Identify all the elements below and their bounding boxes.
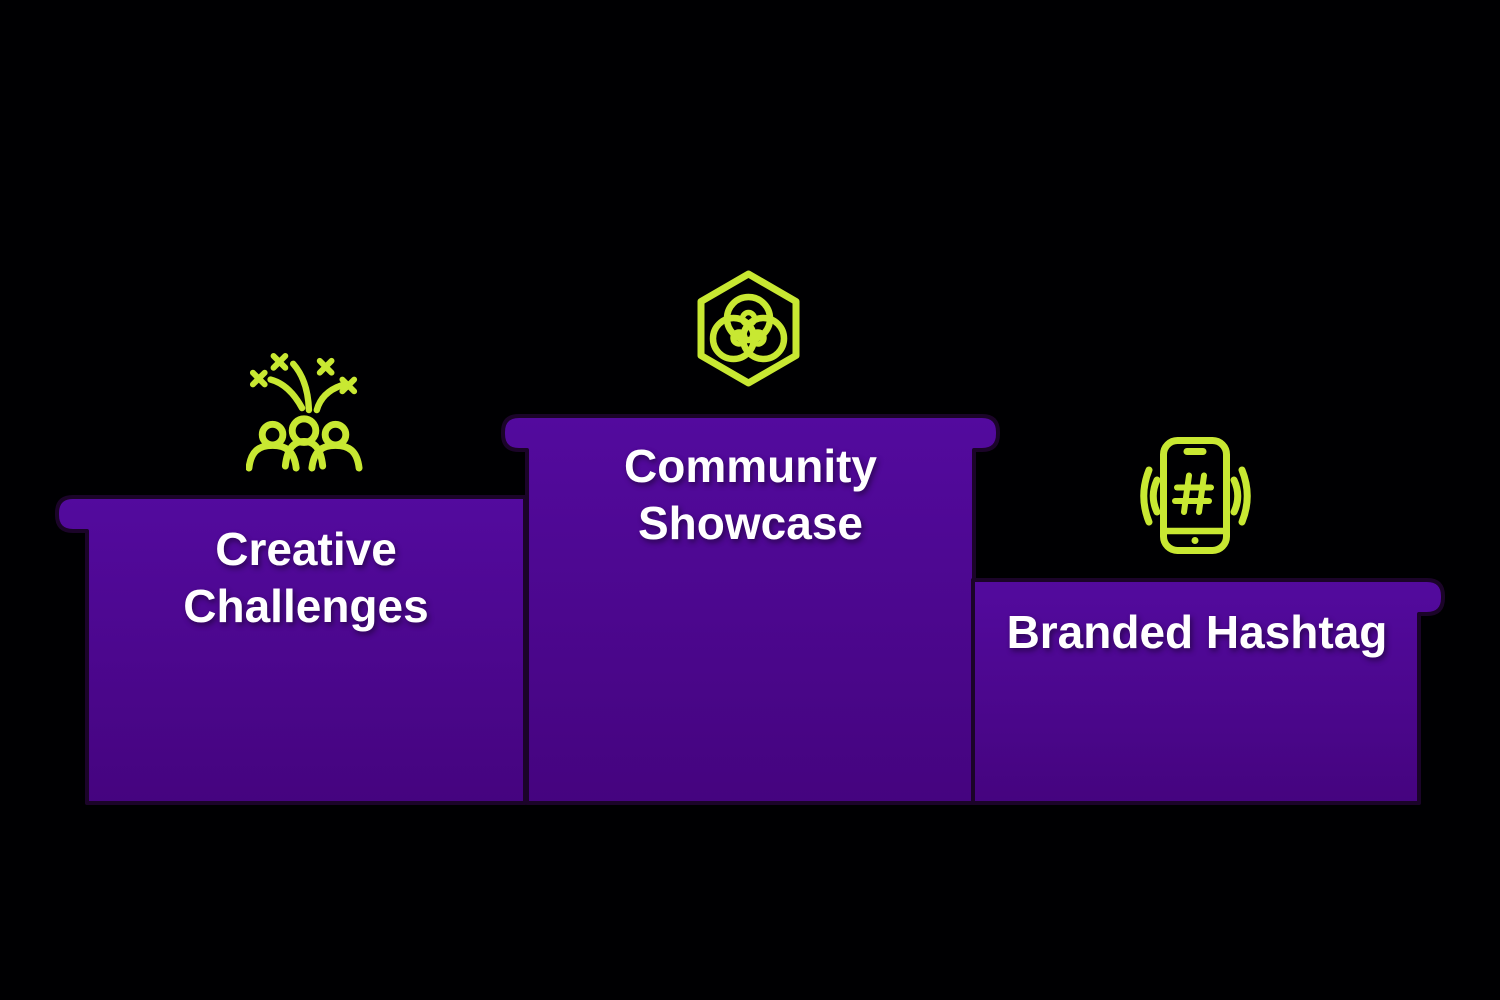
hashtag-glyph-icon — [1181, 472, 1192, 515]
phone-body-icon — [1160, 437, 1230, 554]
sparkle-x-icon — [339, 376, 358, 395]
hashtag-glyph-icon — [1196, 472, 1207, 515]
person-head-icon — [258, 420, 287, 449]
podium-label-third-place: Branded Hashtag — [1006, 606, 1388, 658]
podium-block-second-place — [55, 495, 527, 805]
phone-home-button-icon — [1191, 537, 1199, 544]
vibration-wave-icon — [1140, 466, 1153, 526]
sparkle-x-icon — [249, 369, 268, 388]
person-shoulders-icon — [246, 441, 300, 472]
podium-block-third-place — [971, 578, 1445, 805]
vibration-wave-icon — [1238, 466, 1251, 526]
person-head-icon — [321, 420, 350, 449]
sparkle-x-icon — [270, 352, 289, 371]
podium-label-first-place: Community Showcase — [624, 440, 877, 549]
community-trefoil-hexagon-icon — [697, 270, 800, 387]
podium-block-shape — [971, 578, 1445, 805]
streamer-arc-icon — [290, 360, 313, 414]
podium-block-shape — [55, 495, 527, 805]
podium-label-second-place: Creative Challenges — [183, 523, 429, 632]
podium-block-shape — [501, 414, 1000, 805]
streamer-arc-icon — [313, 382, 345, 414]
streamer-arc-icon — [267, 376, 306, 412]
hexagon-outline-icon — [697, 270, 800, 387]
member-dot-icon — [739, 309, 758, 328]
member-dot-icon — [730, 329, 748, 347]
podium-block-first-place — [501, 414, 1000, 805]
member-dot-icon — [749, 329, 767, 347]
hashtag-phone-icon — [1140, 437, 1251, 554]
vibration-wave-icon — [1230, 476, 1242, 516]
person-shoulders-icon — [308, 441, 363, 472]
vibration-wave-icon — [1149, 476, 1161, 516]
sparkle-x-icon — [316, 357, 335, 376]
celebration-crowd-icon — [246, 352, 363, 472]
